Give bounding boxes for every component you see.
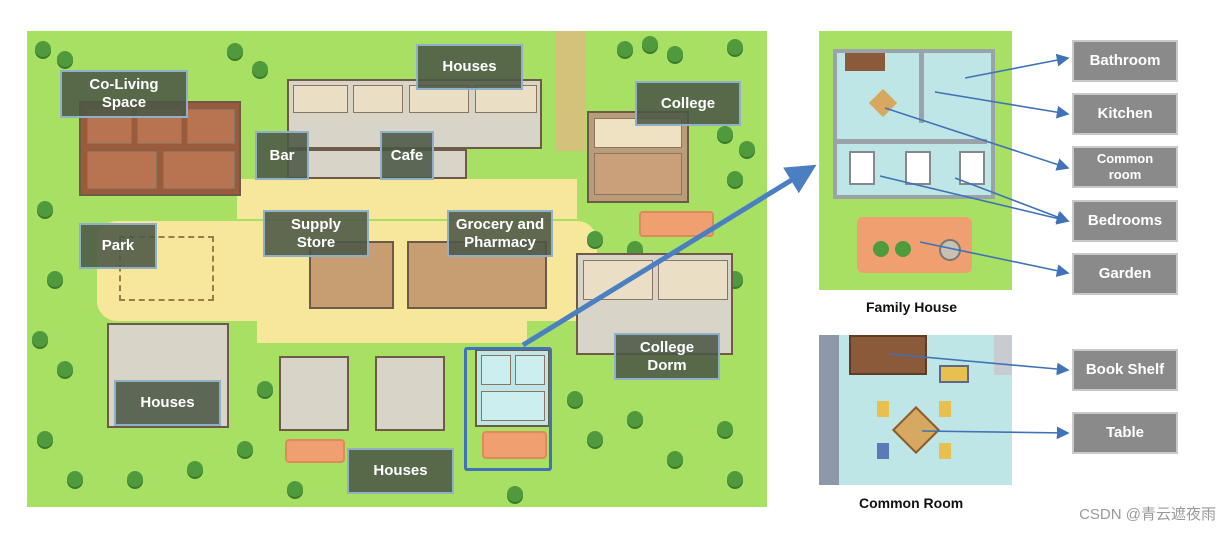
arrow-garden <box>919 241 1070 277</box>
tree <box>237 441 253 457</box>
tree <box>587 431 603 447</box>
zoom-arrow <box>521 164 817 348</box>
tree <box>667 46 683 62</box>
family-house-building <box>475 349 550 427</box>
arrow-bedrooms-2 <box>954 177 1070 223</box>
label-common-room[interactable]: Common room <box>1072 146 1178 188</box>
bed-icon <box>959 151 985 185</box>
tree <box>227 43 243 59</box>
arrow-common-room <box>884 107 1070 171</box>
tree <box>727 39 743 55</box>
college-building <box>587 111 689 203</box>
tree <box>37 431 53 447</box>
bed-icon <box>905 151 931 185</box>
label-table[interactable]: Table <box>1072 412 1178 454</box>
common-room-caption: Common Room <box>859 495 964 511</box>
tree <box>642 36 658 52</box>
tree <box>35 41 51 57</box>
label-bar[interactable]: Bar <box>255 131 309 180</box>
label-co-living-space[interactable]: Co-Living Space <box>60 70 188 118</box>
label-houses-top[interactable]: Houses <box>416 44 523 90</box>
tree <box>717 126 733 142</box>
tree <box>257 381 273 397</box>
arrow-bedrooms-1 <box>879 175 1070 225</box>
tree <box>617 41 633 57</box>
label-garden[interactable]: Garden <box>1072 253 1178 295</box>
bookshelf-icon <box>849 335 927 375</box>
chair-icon <box>939 443 951 459</box>
tree <box>717 421 733 437</box>
dirt-road <box>556 31 586 151</box>
family-house-detail <box>819 31 1012 290</box>
tree <box>47 271 63 287</box>
tree <box>57 51 73 67</box>
wall <box>837 139 987 144</box>
tree <box>252 61 268 77</box>
label-bedrooms[interactable]: Bedrooms <box>1072 200 1178 242</box>
rug-icon <box>939 365 969 383</box>
chair-icon <box>877 443 889 459</box>
arrow-book-shelf <box>889 353 1070 376</box>
chair-icon <box>877 401 889 417</box>
college-dorm-building <box>576 253 733 355</box>
wall <box>819 335 839 485</box>
family-house-highlight <box>464 347 552 471</box>
tree <box>32 331 48 347</box>
tree <box>287 481 303 497</box>
arrow-table <box>921 426 1070 440</box>
label-supply-store[interactable]: Supply Store <box>263 210 369 257</box>
bottom-house-2 <box>375 356 445 431</box>
tree <box>567 391 583 407</box>
town-map: Co-Living Space Houses College Bar Cafe … <box>27 31 767 507</box>
tree <box>627 411 643 427</box>
arrow-kitchen <box>934 91 1070 119</box>
tree <box>727 171 743 187</box>
arrow-bathroom <box>964 53 1070 79</box>
bed-icon <box>849 151 875 185</box>
label-college-dorm[interactable]: College Dorm <box>614 333 720 380</box>
sand-path <box>257 313 527 343</box>
label-book-shelf[interactable]: Book Shelf <box>1072 349 1178 391</box>
bookshelf-icon <box>845 53 885 71</box>
wall <box>919 53 924 123</box>
tree <box>667 451 683 467</box>
watermark: CSDN @青云遮夜雨 <box>1079 506 1216 523</box>
label-grocery-pharmacy[interactable]: Grocery and Pharmacy <box>447 210 553 257</box>
label-bathroom[interactable]: Bathroom <box>1072 40 1178 82</box>
chair-icon <box>939 401 951 417</box>
tree <box>587 231 603 247</box>
tree <box>67 471 83 487</box>
label-college[interactable]: College <box>635 81 741 126</box>
tree <box>727 471 743 487</box>
label-kitchen[interactable]: Kitchen <box>1072 93 1178 135</box>
label-houses-bottom[interactable]: Houses <box>347 448 454 494</box>
bottom-house-1 <box>279 356 349 431</box>
common-room-detail <box>819 335 1012 485</box>
tree-icon <box>873 241 889 257</box>
tree-icon <box>895 241 911 257</box>
tree <box>187 461 203 477</box>
label-cafe[interactable]: Cafe <box>380 131 434 180</box>
bar-cafe-building <box>287 149 467 179</box>
garden-plot <box>285 439 345 463</box>
tree <box>507 486 523 502</box>
family-house-caption: Family House <box>866 299 958 315</box>
tree <box>739 141 755 157</box>
garden-plot <box>482 431 547 459</box>
label-houses-left[interactable]: Houses <box>114 380 221 426</box>
tree <box>37 201 53 217</box>
label-park[interactable]: Park <box>79 223 157 269</box>
tree <box>127 471 143 487</box>
tree <box>57 361 73 377</box>
